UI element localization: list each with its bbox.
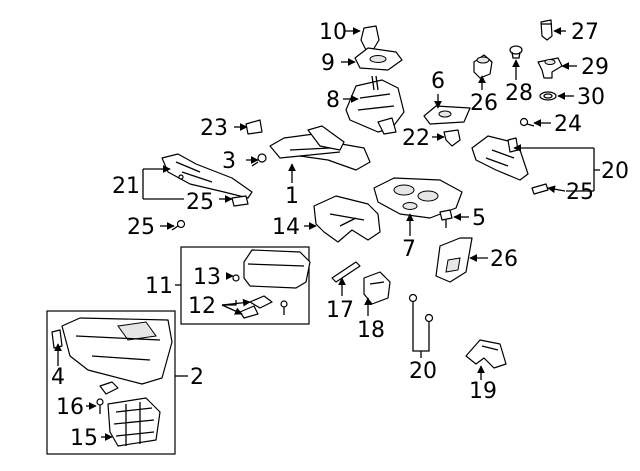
callout-15: 15 [70, 426, 98, 451]
callout-4: 4 [51, 365, 65, 390]
cigar-socket-part [473, 54, 493, 79]
callout-10: 10 [319, 20, 347, 45]
screw-part [171, 219, 186, 231]
callout-27: 26 [490, 247, 518, 272]
bolt-part [408, 293, 434, 328]
lamp-socket-part [509, 45, 523, 59]
callout-12: 12 [188, 294, 216, 319]
power-outlet-part [540, 19, 553, 41]
armrest-group-box [180, 246, 311, 325]
shift-bezel-part [354, 47, 403, 71]
rear-panel-part [435, 237, 473, 283]
ring-part [539, 91, 557, 101]
mount-bracket-part [465, 339, 507, 369]
callout-labels: 10 9 8 27 28 29 30 26 6 22 23 24 3 1 21 … [51, 20, 629, 451]
callout-26-right-label: 25 [566, 180, 594, 205]
right-side-panel-part [471, 135, 529, 181]
callout-25-top: 24 [554, 112, 582, 137]
callout-31: 29 [581, 55, 609, 80]
callout-6: 6 [431, 69, 445, 94]
callout-16: 16 [56, 395, 84, 420]
callout-7: 7 [402, 237, 416, 262]
upper-trim-part [269, 125, 371, 171]
callout-17: 17 [326, 298, 354, 323]
callout-21: 20 [601, 159, 629, 184]
callout-25-left: 25 [127, 215, 155, 240]
callout-24: 23 [200, 116, 228, 141]
callout-28: 26 [470, 91, 498, 116]
callout-2: 2 [190, 365, 204, 390]
callout-19: 19 [469, 379, 497, 404]
clip-part [231, 195, 249, 207]
small-bracket-part [363, 271, 391, 305]
shifter-assembly-part [345, 75, 405, 135]
callout-30: 28 [505, 81, 533, 106]
callout-23: 22 [402, 126, 430, 151]
callout-9: 9 [321, 51, 335, 76]
pad-part [245, 119, 263, 135]
console-group-box [46, 310, 176, 455]
bracket-part [313, 195, 381, 243]
left-side-panel-part [161, 153, 253, 199]
callout-8: 8 [326, 88, 340, 113]
callout-18: 18 [357, 318, 385, 343]
clip-part [443, 129, 461, 147]
cup-holder-part [423, 105, 471, 125]
bolt-part [439, 209, 453, 228]
callout-29: 27 [571, 20, 599, 45]
callout-22: 21 [112, 174, 140, 199]
callout-5: 5 [472, 206, 486, 231]
console-bin-part [373, 177, 463, 219]
strip-part [331, 261, 361, 283]
callout-14: 14 [272, 215, 300, 240]
clip-part [531, 183, 549, 195]
callout-32: 30 [577, 85, 605, 110]
callout-3: 3 [222, 149, 236, 174]
outlet-bracket-part [537, 57, 563, 79]
leader-lines [54, 27, 600, 441]
callout-11: 11 [145, 274, 173, 299]
callout-26-left: 25 [186, 190, 214, 215]
callout-1: 1 [285, 184, 299, 209]
callout-20: 20 [409, 359, 437, 384]
callout-13: 13 [193, 265, 221, 290]
screw-part [519, 117, 535, 127]
